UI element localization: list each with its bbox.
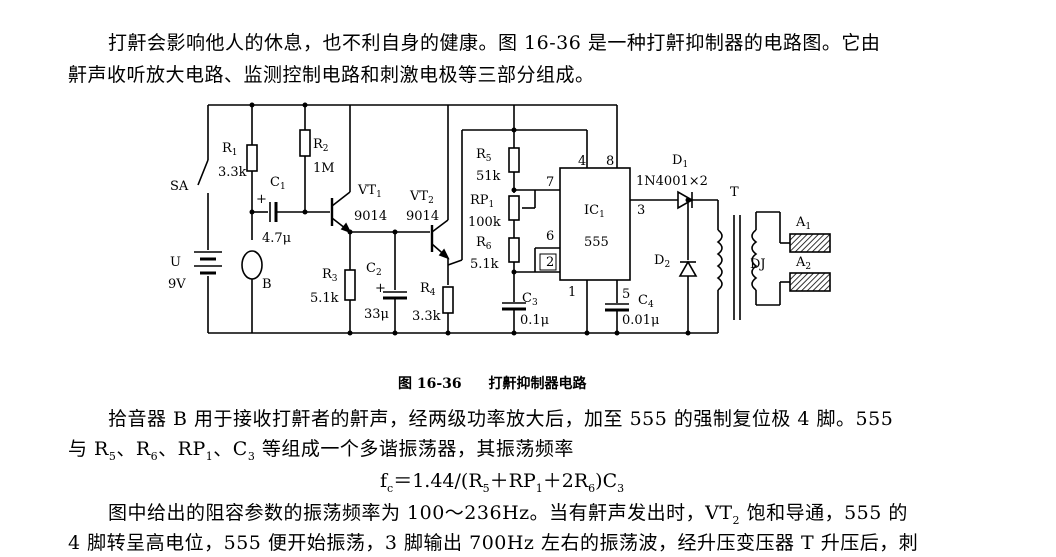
electrode-a1 [789,233,831,253]
transistor-vt1 [330,191,352,234]
body-p2-line2: 4 脚转呈高电位，555 便开始振荡，3 脚输出 700Hz 左右的振荡波，经升… [68,532,919,554]
label-r6-val: 5.1k [470,257,499,272]
body-p2-line1: 图中给出的阻容参数的振荡频率为 100～236Hz。当有鼾声发出时，VT2 饱和… [108,502,908,527]
switch-sa [197,159,209,186]
figure-caption-number: 图 16-36 [398,376,462,392]
label-d2: D2 [654,253,670,270]
label-b: B [262,277,272,292]
label-u: U [170,255,181,270]
label-r4: R4 [420,281,436,298]
label-r3: R3 [322,267,338,284]
label-pin3: 3 [637,203,645,218]
label-ic1-type: 555 [584,235,609,250]
label-r1-val: 3.3k [218,165,247,180]
label-vt1: VT1 [357,183,382,200]
label-d1-val: 1N4001×2 [636,174,708,189]
diode-d2 [678,260,698,277]
battery-u [194,251,222,275]
figure-caption: 图 16-36 打鼾抑制器电路 [398,373,587,393]
label-r4-val: 3.3k [412,309,441,324]
figure-caption-title: 打鼾抑制器电路 [488,376,587,392]
label-a1: A1 [795,215,811,232]
body-p1-line2: 与 R5、R6、RP1、C3 等组成一个多谐振荡器，其振荡频率 [68,438,574,463]
label-c1-val: 4.7μ [262,231,291,246]
resistor-r3 [344,269,356,301]
label-d1: D1 [672,153,688,170]
label-r6: R6 [476,235,492,252]
label-vt2-type: 9014 [406,209,439,224]
label-r5-val: 51k [476,169,501,184]
electrode-a2 [789,272,831,292]
label-pin8: 8 [606,154,614,169]
label-rp1: RP1 [470,193,494,210]
resistor-r1 [246,144,258,172]
label-a2: A2 [795,255,811,272]
label-c3: C3 [522,291,538,308]
label-t: T [730,185,739,200]
intro-line-2: 鼾声收听放大电路、监测控制电路和刺激电极等三部分组成。 [68,64,595,86]
label-dj: DJ [750,257,766,272]
label-r2: R2 [313,137,329,154]
label-c2-val: 33μ [364,307,389,322]
resistor-r4 [442,286,454,314]
label-r5: R5 [476,147,492,164]
label-c4: C4 [638,293,654,310]
transformer-secondary [751,229,758,291]
transistor-vt2 [430,219,450,260]
label-vt2: VT2 [409,189,434,206]
label-pin4: 4 [578,154,586,169]
label-pin6: 6 [546,229,554,244]
frequency-formula: fc＝1.44/(R5＋RP1＋2R6)C3 [380,470,625,495]
label-c3-val: 0.1μ [520,313,549,328]
resistor-r6 [508,237,520,263]
transformer-primary [716,229,723,291]
label-vt1-type: 9014 [354,209,387,224]
resistor-r2 [299,129,311,157]
label-r2-val: 1M [313,161,335,176]
label-c2: C2 [366,261,382,278]
body-p1-line1: 拾音器 B 用于接收打鼾者的鼾声，经两级功率放大后，加至 555 的强制复位极 … [108,408,894,430]
label-r3-val: 5.1k [310,291,339,306]
label-c1: C1 [270,175,286,192]
ic1-555 [559,167,631,281]
pickup-b [241,250,263,280]
label-pin2: 2 [546,255,554,270]
label-pin7: 7 [546,175,554,190]
label-c2-plus: + [375,281,386,296]
label-rp1-val: 100k [468,215,501,230]
label-sa: SA [170,179,189,194]
label-r1: R1 [222,141,238,158]
label-u-val: 9V [168,277,186,292]
label-pin1: 1 [568,285,576,300]
potentiometer-rp1 [508,195,520,221]
label-pin5: 5 [622,287,630,302]
label-c4-val: 0.01μ [622,313,659,328]
circuit-diagram: SA U 9V B R1 3.3k R2 1M C1 + 4.7μ VT1 90… [168,102,831,336]
intro-line-1: 打鼾会影响他人的休息，也不利自身的健康。图 16-36 是一种打鼾抑制器的电路图… [108,32,881,54]
resistor-r5 [508,147,520,173]
label-ic1: IC1 [584,203,605,220]
label-c1-plus: + [256,192,267,207]
